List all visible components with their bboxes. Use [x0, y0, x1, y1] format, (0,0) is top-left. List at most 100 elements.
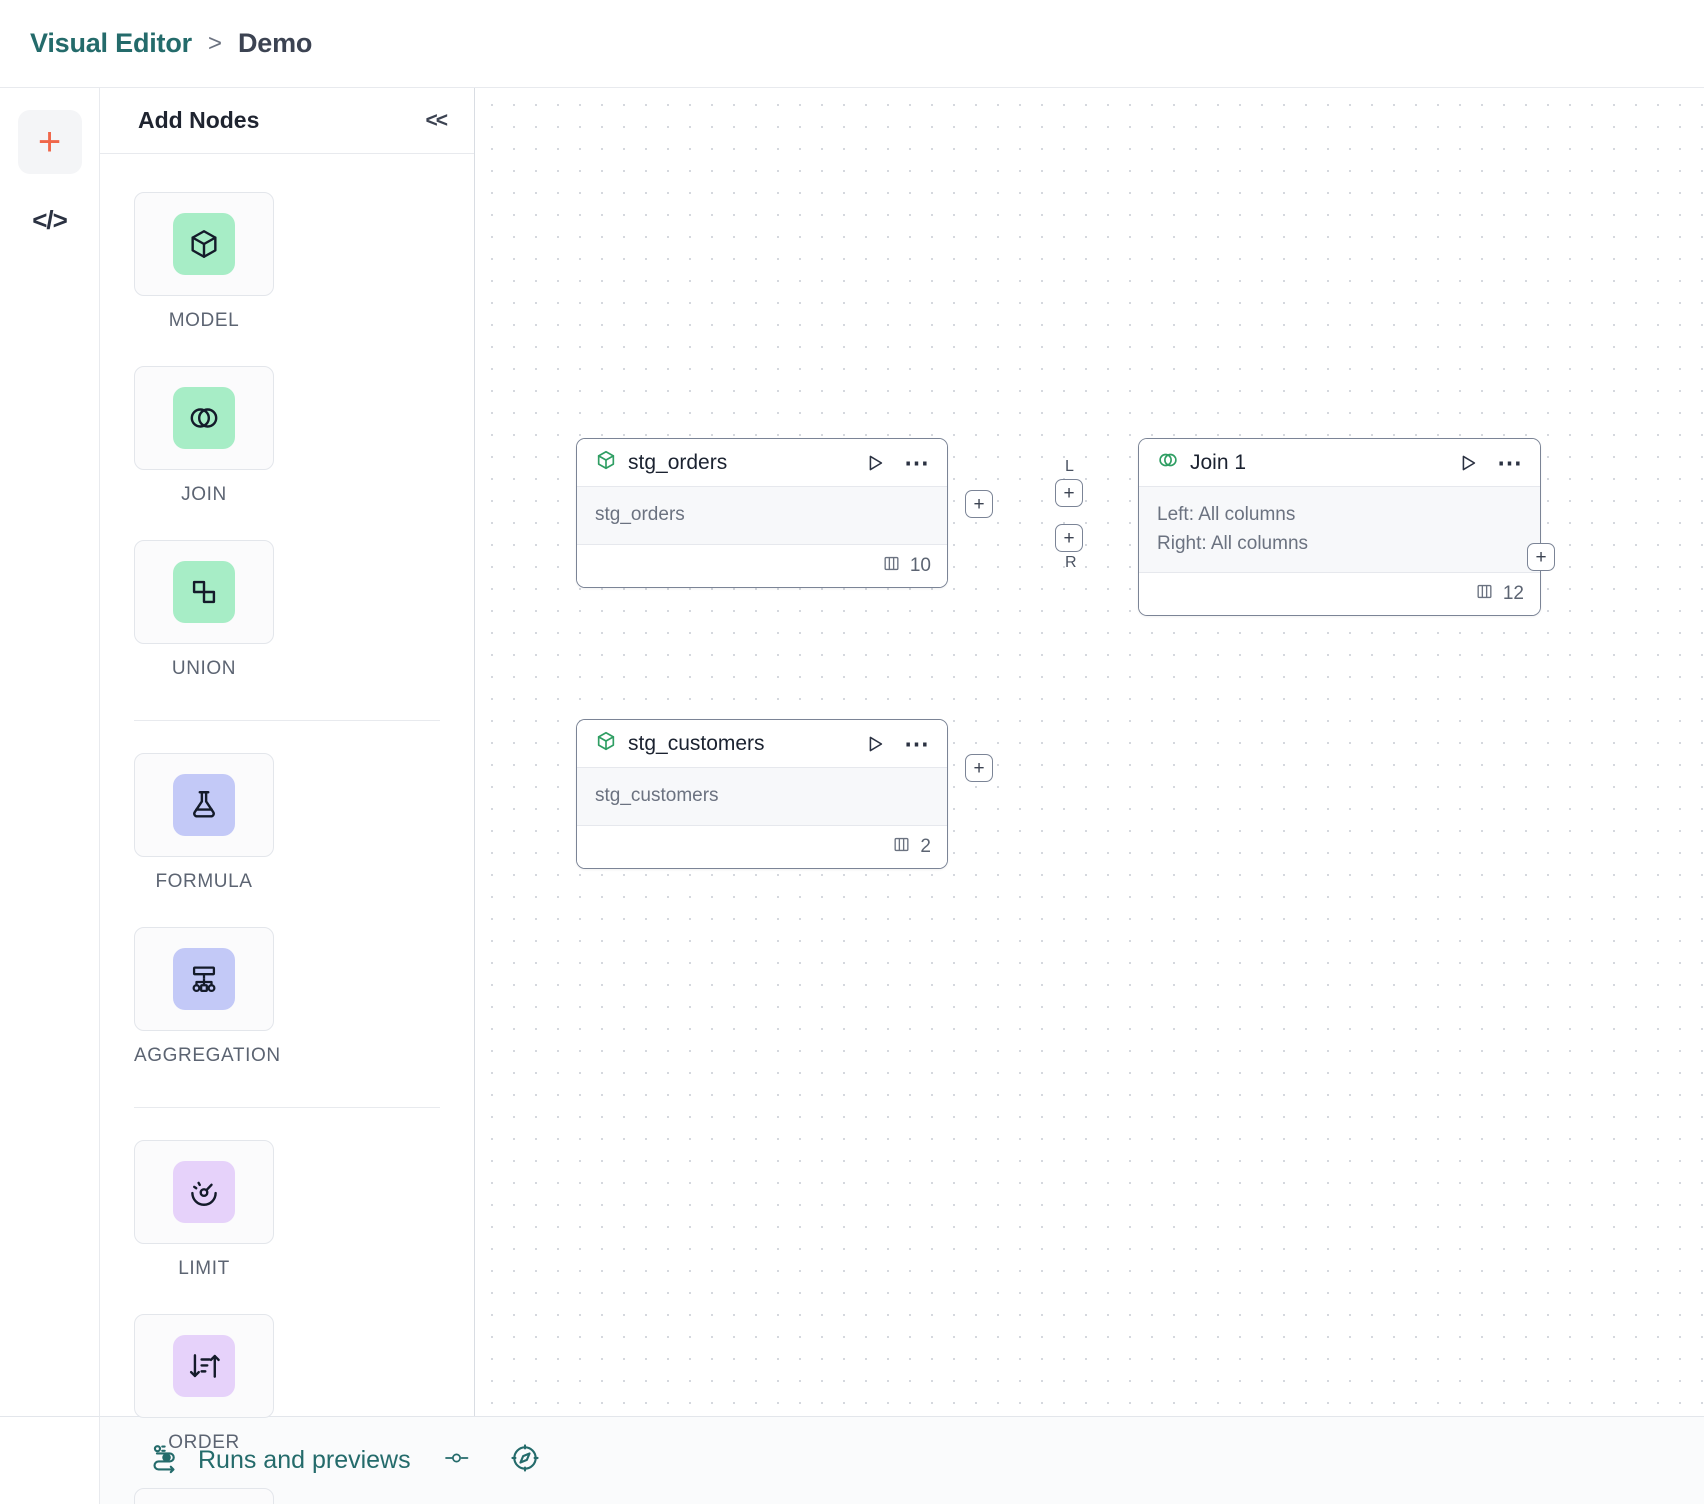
- node-stg-customers[interactable]: stg_customers ⋯ stg_customers: [576, 719, 948, 869]
- palette-label-join: JOIN: [181, 484, 227, 505]
- palette-tile-limit[interactable]: [134, 1140, 274, 1244]
- node-actions: ⋯: [864, 448, 931, 477]
- editor-body: + </> Add Nodes <<: [0, 88, 1704, 1504]
- palette-label-aggregation: AGGREGATION: [134, 1045, 281, 1066]
- gauge-icon: [173, 1161, 235, 1223]
- palette-item-limit[interactable]: LIMIT: [134, 1140, 274, 1310]
- node-title: stg_orders: [628, 450, 728, 474]
- palette-label-limit: LIMIT: [178, 1258, 230, 1279]
- breadcrumb-separator: >: [207, 29, 222, 57]
- port-in-join-left[interactable]: +: [1055, 479, 1083, 507]
- node-footer: 12: [1139, 573, 1540, 615]
- node-body-line-left: Left: All columns: [1157, 504, 1296, 525]
- more-horizontal-icon[interactable]: ⋯: [904, 729, 931, 758]
- node-actions: ⋯: [864, 729, 931, 758]
- node-body-line-right: Right: All columns: [1157, 532, 1309, 554]
- plus-icon: +: [37, 120, 62, 164]
- palette-tile-aggregation[interactable]: [134, 927, 274, 1031]
- bottom-left-rail-pad: [0, 1416, 100, 1504]
- node-stg-orders[interactable]: stg_orders ⋯ stg_orders: [576, 438, 948, 588]
- add-nodes-panel-header: Add Nodes <<: [100, 88, 474, 154]
- node-body: Left: All columns Right: All columns: [1139, 487, 1540, 573]
- node-header: stg_customers ⋯: [577, 720, 947, 768]
- palette-group-sources: MODEL JOIN: [134, 192, 440, 714]
- flow-canvas[interactable]: stg_orders ⋯ stg_orders: [475, 88, 1704, 1416]
- breadcrumb-root-link[interactable]: Visual Editor: [30, 28, 192, 58]
- port-in-join-right[interactable]: +: [1055, 524, 1083, 552]
- add-node-rail-button[interactable]: +: [17, 110, 82, 174]
- port-out-stg-orders[interactable]: +: [965, 490, 993, 518]
- cube-icon: [173, 213, 235, 275]
- palette-item-union[interactable]: UNION: [134, 540, 274, 710]
- slider-toggle-icon: [443, 1448, 477, 1473]
- left-rail: + </>: [0, 88, 100, 1416]
- palette-item-aggregation[interactable]: AGGREGATION: [134, 927, 281, 1097]
- collapse-panel-button[interactable]: <<: [425, 108, 447, 132]
- code-icon: </>: [32, 204, 68, 235]
- cube-icon: [595, 449, 617, 476]
- bottom-toolbar: Runs and previews: [0, 1416, 1704, 1504]
- palette-item-filter[interactable]: FILTER: [134, 1488, 274, 1504]
- node-body-line: stg_customers: [595, 785, 719, 806]
- palette-item-formula[interactable]: FORMULA: [134, 753, 274, 923]
- node-title: stg_customers: [628, 731, 765, 755]
- play-icon[interactable]: [1457, 452, 1479, 474]
- node-column-count: 12: [1502, 583, 1524, 604]
- edge-layer: [475, 88, 775, 238]
- sort-icon: [173, 1335, 235, 1397]
- palette-tile-filter[interactable]: [134, 1488, 274, 1504]
- more-horizontal-icon[interactable]: ⋯: [904, 448, 931, 477]
- compass-button[interactable]: [509, 1442, 541, 1479]
- palette-group-refine: LIMIT ORDER: [134, 1140, 440, 1504]
- palette-tile-formula[interactable]: [134, 753, 274, 857]
- palette-item-join[interactable]: JOIN: [134, 366, 274, 536]
- node-header: Join 1 ⋯: [1139, 439, 1540, 487]
- flask-icon: [173, 774, 235, 836]
- compass-icon: [509, 1442, 541, 1479]
- palette-tile-join[interactable]: [134, 366, 274, 470]
- node-footer: 10: [577, 544, 947, 587]
- node-title: Join 1: [1190, 450, 1247, 474]
- palette-group-transforms: FORMULA: [134, 753, 440, 1101]
- palette-tile-order[interactable]: [134, 1314, 274, 1418]
- runs-and-previews-label: Runs and previews: [198, 1446, 411, 1474]
- port-out-stg-customers[interactable]: +: [965, 754, 993, 782]
- columns-icon: [892, 835, 911, 859]
- pipeline-runs-icon: [150, 1442, 182, 1479]
- palette-label-order: ORDER: [168, 1432, 240, 1453]
- runs-and-previews-button[interactable]: Runs and previews: [150, 1442, 411, 1479]
- palette-divider-1: [134, 720, 440, 721]
- port-label-left: L: [1065, 458, 1074, 475]
- palette-item-model[interactable]: MODEL: [134, 192, 274, 362]
- node-footer: 2: [577, 825, 947, 868]
- play-icon[interactable]: [864, 733, 886, 755]
- port-label-right: R: [1065, 554, 1077, 571]
- node-column-count: 2: [920, 835, 931, 857]
- slider-toggle-button[interactable]: [443, 1448, 477, 1473]
- more-horizontal-icon[interactable]: ⋯: [1497, 448, 1524, 477]
- play-icon[interactable]: [864, 452, 886, 474]
- venn-icon: [1157, 449, 1179, 476]
- port-out-join-1[interactable]: +: [1527, 543, 1555, 571]
- breadcrumb-bar: Visual Editor > Demo: [0, 0, 1704, 88]
- add-nodes-panel: Add Nodes << MODEL: [100, 88, 475, 1504]
- node-actions: ⋯: [1457, 448, 1524, 477]
- node-join-1[interactable]: Join 1 ⋯ Left: All columns Right: All co…: [1138, 438, 1541, 616]
- palette-item-order[interactable]: ORDER: [134, 1314, 274, 1484]
- node-body: stg_orders: [577, 487, 947, 545]
- palette-label-formula: FORMULA: [155, 871, 253, 892]
- node-header: stg_orders ⋯: [577, 439, 947, 487]
- code-view-rail-button[interactable]: </>: [18, 188, 82, 252]
- node-body: stg_customers: [577, 768, 947, 826]
- cube-icon: [595, 730, 617, 757]
- node-body-line: stg_orders: [595, 504, 685, 525]
- panel-title: Add Nodes: [138, 107, 260, 133]
- union-shapes-icon: [173, 561, 235, 623]
- node-column-count: 10: [909, 554, 931, 576]
- breadcrumb-current-page: Demo: [237, 28, 313, 58]
- palette-tile-model[interactable]: [134, 192, 274, 296]
- palette-label-union: UNION: [171, 658, 237, 679]
- palette-tile-union[interactable]: [134, 540, 274, 644]
- columns-icon: [1475, 582, 1494, 606]
